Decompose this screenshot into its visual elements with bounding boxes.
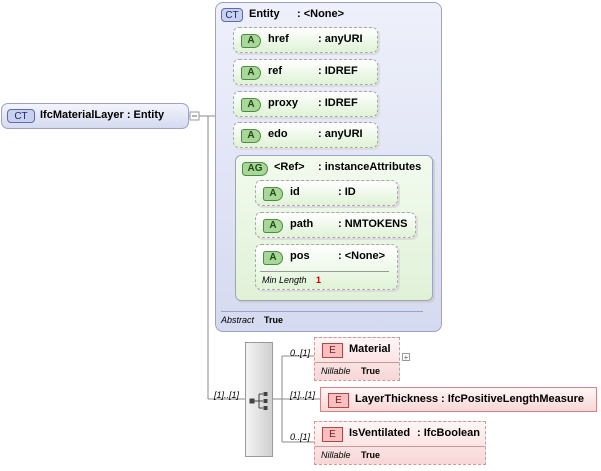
attribute-badge: A [241, 66, 261, 80]
nillable-value: True [361, 366, 381, 376]
complex-type-badge: CT [7, 109, 35, 123]
attribute-badge: A [241, 98, 261, 112]
element-type: : IfcBoolean [417, 427, 480, 439]
attribute-name: path [290, 218, 314, 230]
attribute-type: : IDREF [318, 97, 358, 109]
nillable-label: Nillable [321, 366, 351, 376]
attribute-name: pos [290, 250, 310, 262]
entity-separator [221, 311, 423, 312]
is-ventilated-occurrence: 0..[1] [290, 432, 311, 442]
nillable-value: True [361, 450, 381, 460]
element-type: : IfcPositiveLengthMeasure [441, 393, 585, 405]
sequence-occurrence: [1]..[1] [214, 390, 240, 400]
attribute-name: id [290, 186, 300, 198]
attribute-type: : anyURI [318, 33, 363, 45]
attribute-badge: A [241, 34, 261, 48]
element-badge: E [322, 427, 343, 442]
element-name: IsVentilated [349, 427, 411, 439]
attribute-type: : ID [338, 186, 356, 198]
sequence-compositor[interactable] [245, 342, 273, 457]
abstract-value: True [264, 315, 284, 325]
attribute-proxy[interactable]: A proxy : IDREF [233, 91, 378, 117]
expand-icon[interactable]: + [402, 353, 410, 362]
element-name: LayerThickness [355, 393, 439, 405]
attribute-type: : NMTOKENS [338, 218, 408, 230]
root-label: IfcMaterialLayer : Entity [40, 109, 165, 121]
attribute-name: ref [268, 65, 283, 77]
attribute-edo[interactable]: A edo : anyURI [233, 122, 378, 148]
attribute-badge: A [263, 219, 283, 233]
attribute-name: href [268, 33, 289, 45]
attribute-name: proxy [268, 97, 298, 109]
attribute-group-type: : instanceAttributes [318, 161, 422, 173]
entity-type: : <None> [297, 8, 345, 20]
element-layer-thickness[interactable]: E LayerThickness : IfcPositiveLengthMeas… [320, 387, 597, 412]
nillable-label: Nillable [321, 450, 351, 460]
element-separator [315, 446, 485, 447]
element-badge: E [328, 393, 349, 408]
attribute-href[interactable]: A href : anyURI [233, 27, 378, 53]
min-length-value: 1 [316, 275, 322, 285]
layer-thickness-occurrence: [1]..[1] [290, 390, 316, 400]
material-occurrence: 0..[1] [290, 348, 311, 358]
element-is-ventilated[interactable]: E IsVentilated : IfcBoolean Nillable Tru… [314, 421, 486, 465]
attribute-pos[interactable]: A pos : <None> Min Length 1 [255, 244, 398, 290]
abstract-label: Abstract [221, 315, 255, 325]
attribute-badge: A [241, 129, 261, 143]
attribute-id[interactable]: A id : ID [255, 180, 398, 206]
attribute-type: : IDREF [318, 65, 358, 77]
root-complex-type[interactable]: CT IfcMaterialLayer : Entity [1, 103, 189, 129]
attribute-group-badge: AG [242, 162, 268, 176]
sequence-icon [249, 392, 268, 410]
attribute-type: : <None> [338, 250, 386, 262]
element-badge: E [322, 343, 343, 358]
attribute-separator [260, 271, 389, 272]
attribute-type: : anyURI [318, 128, 363, 140]
attribute-badge: A [263, 187, 283, 201]
attribute-name: edo [268, 128, 288, 140]
element-material[interactable]: E Material Nillable True [314, 337, 400, 381]
element-separator [315, 362, 399, 363]
attribute-path[interactable]: A path : NMTOKENS [255, 212, 416, 238]
attribute-ref[interactable]: A ref : IDREF [233, 59, 378, 85]
attribute-badge: A [263, 251, 283, 265]
entity-name: Entity [249, 8, 280, 20]
complex-type-badge: CT [221, 8, 243, 22]
attribute-group-name: <Ref> [274, 161, 305, 173]
element-name: Material [349, 343, 391, 355]
min-length-label: Min Length [262, 275, 307, 285]
